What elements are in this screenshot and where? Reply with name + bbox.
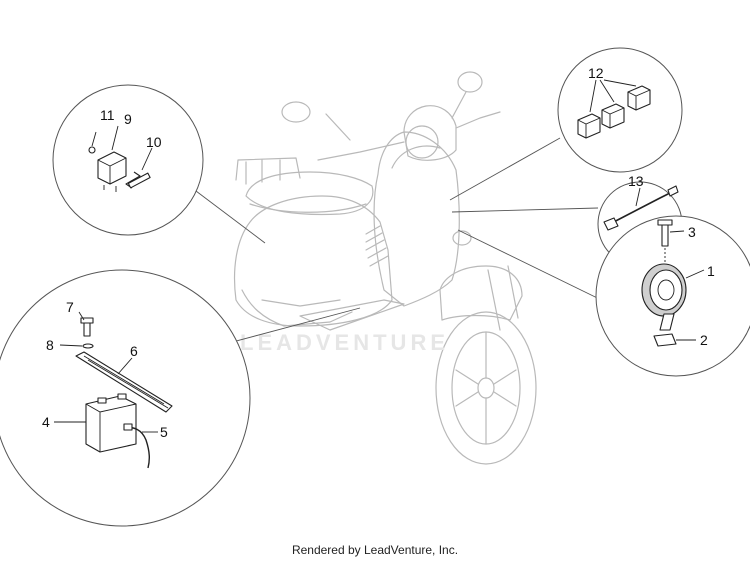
- callout-battery: 7 8 6 4 5: [0, 269, 251, 527]
- screw-part-3-shape: [661, 223, 669, 247]
- part-number-13: 13: [628, 173, 644, 189]
- part-number-1: 1: [707, 263, 715, 279]
- part-number-7: 7: [66, 299, 74, 315]
- callout-relay: 11 9 10: [52, 84, 204, 236]
- watermark-text: LEADVENTURE: [240, 330, 449, 355]
- part-number-10: 10: [146, 134, 162, 150]
- callout-horn: 3 1 2: [595, 215, 750, 377]
- part-number-5: 5: [160, 424, 168, 440]
- part-number-2: 2: [700, 332, 708, 348]
- part-number-3: 3: [688, 224, 696, 240]
- part-number-4: 4: [42, 414, 50, 430]
- part-number-11: 11: [100, 107, 115, 123]
- bolt-part-10-shape: [127, 172, 151, 189]
- footer-credit: Rendered by LeadVenture, Inc.: [291, 543, 459, 557]
- part-number-6: 6: [130, 343, 138, 359]
- scooter-outline: [233, 71, 537, 465]
- relay-part-9-shape: [97, 151, 127, 185]
- part-number-12: 12: [588, 65, 604, 81]
- part-number-9: 9: [124, 111, 132, 127]
- leader-lines: [191, 137, 627, 349]
- callout-relays: 12: [557, 47, 683, 173]
- part-number-8: 8: [46, 337, 54, 353]
- clip-part-2-shape: [653, 333, 677, 347]
